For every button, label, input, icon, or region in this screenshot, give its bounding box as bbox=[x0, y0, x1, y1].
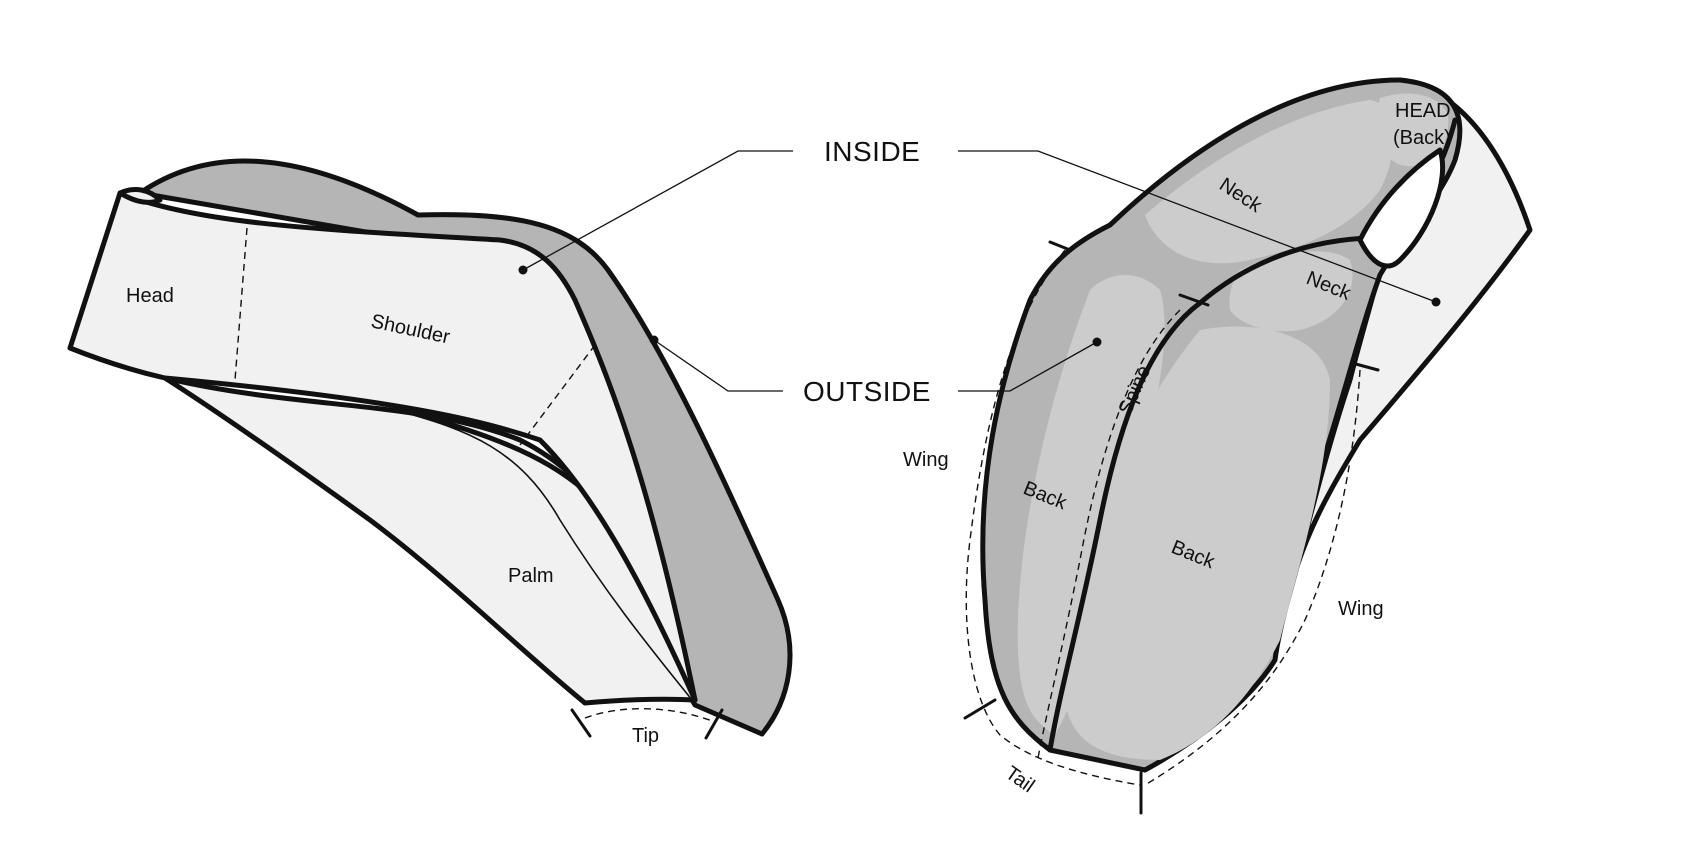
right-tick-tail-left bbox=[963, 698, 997, 720]
right-head-opening bbox=[1357, 147, 1446, 269]
left-headband-surface bbox=[67, 190, 698, 703]
outside-leader-left bbox=[653, 339, 783, 392]
right-left-wing-seam bbox=[965, 249, 1141, 786]
right-tick-right-wing bbox=[1350, 361, 1380, 372]
right-label-wing-left: Wing bbox=[903, 449, 949, 471]
right-tick-wing-top bbox=[1048, 240, 1072, 252]
left-seam-head-shoulder bbox=[234, 227, 248, 381]
callouts: INSIDE OUTSIDE bbox=[522, 136, 1437, 407]
right-back-right-panel bbox=[1064, 326, 1330, 760]
right-spine-edge bbox=[1047, 300, 1203, 753]
right-label-head-back-2: (Back) bbox=[1393, 127, 1451, 149]
left-tip-tick-start bbox=[570, 708, 592, 738]
right-right-wing-seam bbox=[1144, 369, 1361, 786]
inside-leader-right bbox=[958, 150, 1437, 303]
right-label-tail: Tail bbox=[1001, 762, 1038, 797]
right-spine-seam bbox=[1037, 309, 1181, 759]
right-neck-panel bbox=[1145, 100, 1394, 264]
right-neck-lower-panel bbox=[1229, 251, 1353, 332]
left-label-head: Head bbox=[126, 285, 174, 307]
right-head-back-panel bbox=[1377, 93, 1449, 167]
left-label-tip: Tip bbox=[632, 725, 659, 747]
right-label-wing-right: Wing bbox=[1338, 598, 1384, 620]
left-puppet-piece: Head Shoulder Palm Tip bbox=[67, 158, 793, 747]
right-puppet-piece: HEAD (Back) Neck Neck Spine Back Back Wi… bbox=[903, 77, 1533, 815]
inside-leader-left bbox=[522, 150, 793, 271]
outside-leader-right bbox=[958, 341, 1098, 392]
right-tick-spine-top bbox=[1178, 293, 1210, 307]
left-label-palm: Palm bbox=[508, 565, 554, 587]
left-tip-dashed-arc bbox=[584, 708, 716, 723]
inside-callout-label: INSIDE bbox=[824, 136, 920, 167]
outside-callout-label: OUTSIDE bbox=[803, 376, 931, 407]
left-palm-fold-line bbox=[394, 409, 693, 701]
left-headband-top-rim bbox=[117, 187, 163, 205]
left-seam-shoulder-palm bbox=[519, 344, 596, 446]
left-tip-tick-end bbox=[704, 708, 724, 740]
right-label-head-back-1: HEAD bbox=[1395, 100, 1451, 122]
